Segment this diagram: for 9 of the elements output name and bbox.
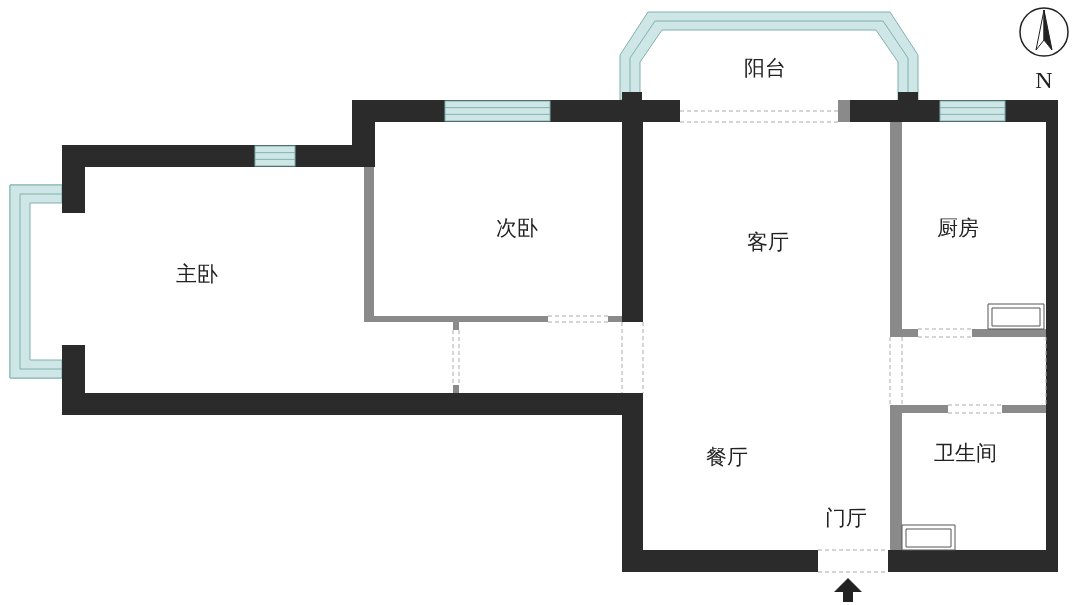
room-label: 门厅	[825, 507, 867, 529]
room-label: 客厅	[747, 231, 789, 253]
room-label: 次卧	[496, 217, 538, 239]
room-label: 卫生间	[933, 442, 997, 464]
room-label: 餐厅	[706, 446, 748, 468]
room-label: 阳台	[744, 57, 786, 79]
compass-letter: N	[1035, 68, 1053, 92]
room-label: 主卧	[176, 263, 218, 285]
room-label: 厨房	[937, 217, 979, 239]
